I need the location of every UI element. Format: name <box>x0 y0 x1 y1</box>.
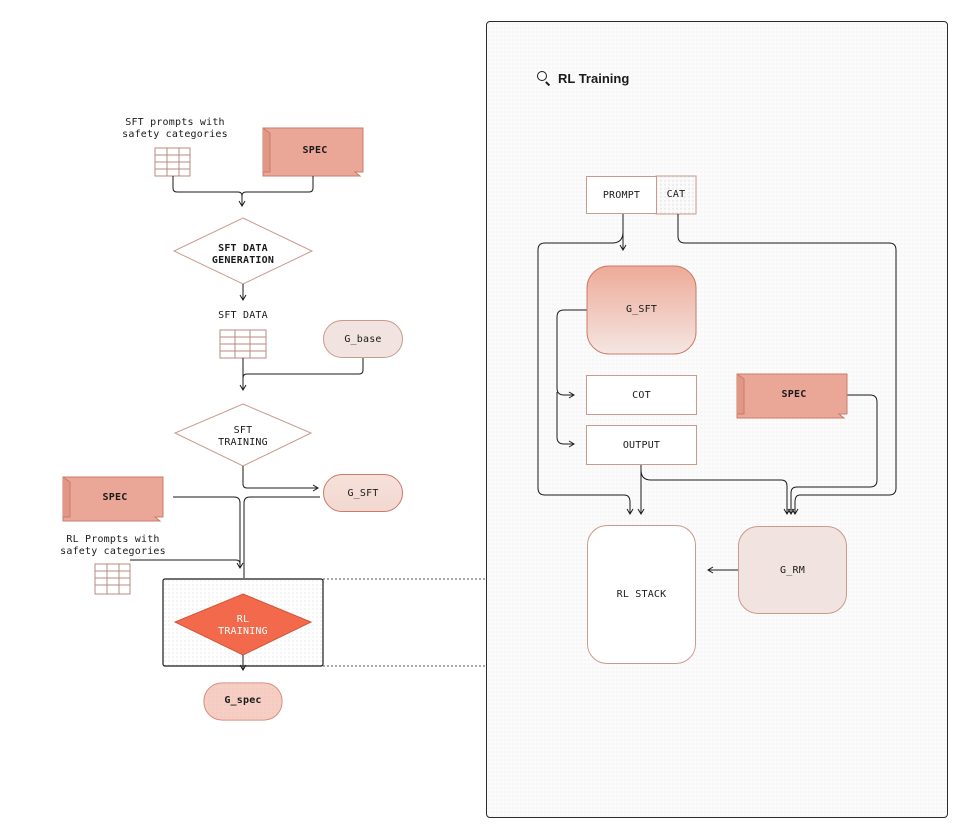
sft-prompts-label: SFT prompts with safety categories <box>122 117 228 140</box>
g-base-label: G_base <box>344 333 382 345</box>
panel-title-text: RL Training <box>558 70 630 86</box>
g-spec-label: G_spec <box>224 695 262 706</box>
search-icon <box>537 71 551 86</box>
g-sft-right-label: G_SFT <box>625 304 658 315</box>
cot-label: COT <box>632 389 651 401</box>
spec-top-banner: SPEC <box>302 145 328 156</box>
rl-training-panel <box>486 21 948 818</box>
cat-label: CAT <box>666 189 686 200</box>
prompt-label: PROMPT <box>602 189 641 201</box>
sft-prompts-table-icon <box>154 147 191 177</box>
g-rm-label: G_RM <box>780 564 805 576</box>
g-rm-box: G_RM <box>738 526 847 614</box>
sft-data-table-icon <box>219 329 267 359</box>
rl-stack-label: RL STACK <box>616 589 667 600</box>
panel-title: RL Training <box>537 69 629 87</box>
rl-stack-box: RL STACK <box>587 525 696 664</box>
prompt-cell: PROMPT <box>586 176 657 214</box>
g-base-node: G_base <box>323 320 403 358</box>
rl-training-label: RL TRAINING <box>218 614 268 637</box>
rl-prompts-label: RL Prompts with safety categories <box>60 534 166 557</box>
sft-data-label: SFT DATA <box>218 310 268 321</box>
sft-training-label: SFT TRAINING <box>218 425 268 448</box>
spec-right-banner: SPEC <box>781 389 807 400</box>
g-sft-left-label: G_SFT <box>347 487 379 499</box>
cot-box: COT <box>586 375 697 415</box>
g-sft-left-node: G_SFT <box>323 474 403 512</box>
output-label: OUTPUT <box>622 439 661 451</box>
output-box: OUTPUT <box>586 425 697 465</box>
sft-data-generation-label: SFT DATA GENERATION <box>211 243 275 266</box>
spec-mid-banner: SPEC <box>102 492 128 503</box>
rl-prompts-table-icon <box>94 563 131 595</box>
